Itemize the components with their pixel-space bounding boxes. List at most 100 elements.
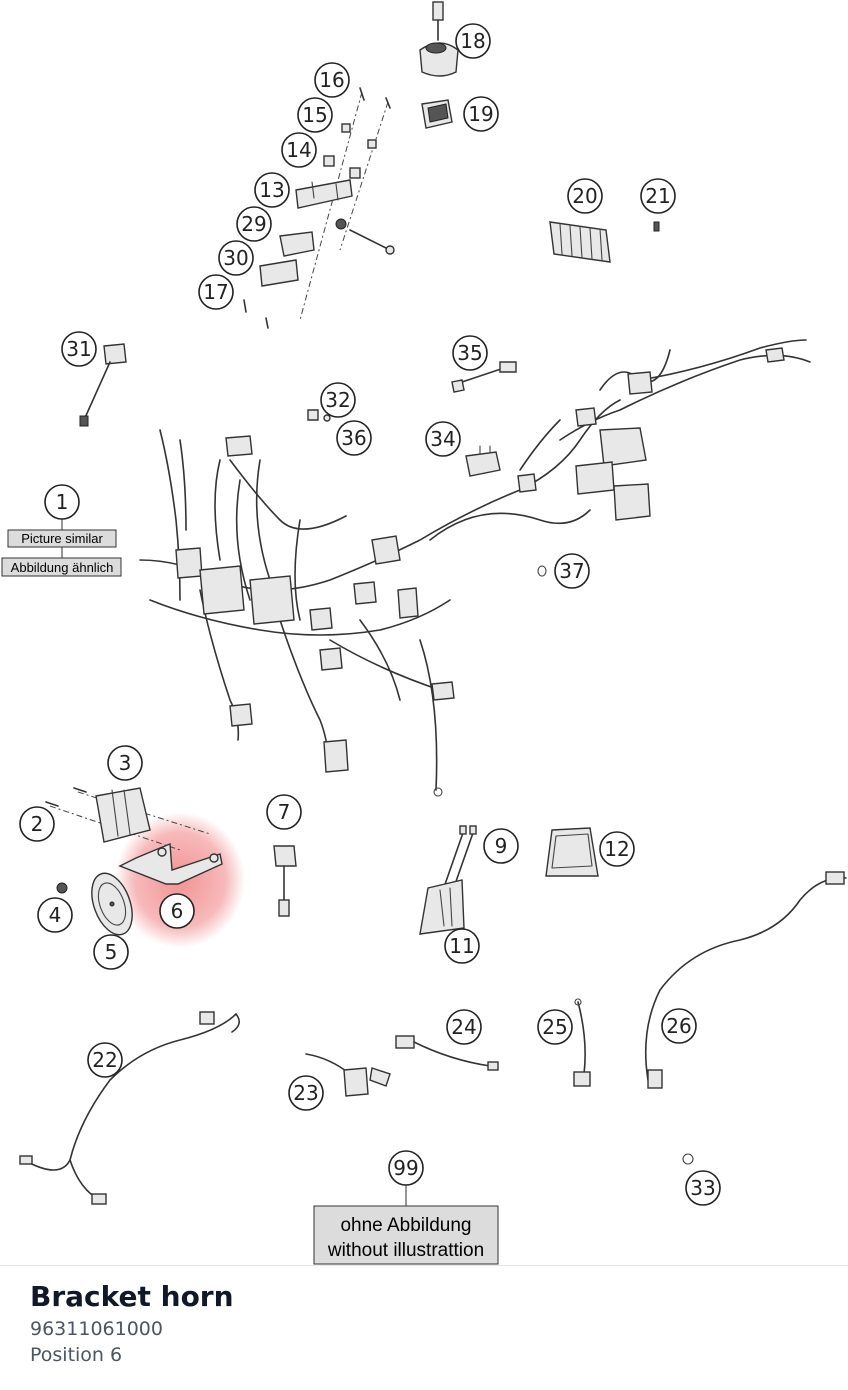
- callout-29[interactable]: 29: [236, 206, 272, 242]
- part-25-drawing: [573, 998, 591, 1087]
- part-1-wiring-harness: [139, 339, 811, 797]
- part-info-panel: [0, 1265, 848, 1390]
- callout-3[interactable]: 3: [107, 745, 143, 781]
- part-6-bracket-horn-drawing: [118, 842, 223, 885]
- callout-9-number: 9: [495, 834, 508, 858]
- callout-16[interactable]: 16: [314, 62, 350, 98]
- callout-99-number: 99: [393, 1156, 418, 1180]
- callout-15-number: 15: [302, 103, 327, 127]
- callout-9[interactable]: 9: [483, 828, 519, 864]
- part-23-drawing: [305, 1053, 391, 1097]
- callout-7-number: 7: [278, 800, 291, 824]
- without-illustration-text: without illustrattion: [327, 1240, 484, 1261]
- part-name: Bracket horn: [30, 1280, 234, 1313]
- callout-36-number: 36: [341, 426, 366, 450]
- callout-19[interactable]: 19: [463, 96, 499, 132]
- callout-22[interactable]: 22: [87, 1042, 123, 1078]
- callout-99[interactable]: 99: [388, 1150, 424, 1186]
- callout-20[interactable]: 20: [567, 178, 603, 214]
- callout-34[interactable]: 34: [425, 421, 461, 457]
- callout-25-number: 25: [542, 1015, 567, 1039]
- callout-22-number: 22: [92, 1048, 117, 1072]
- exploded-parts-diagram: Picture similar Abbildung ähnlich ohne A…: [1, 1, 847, 1265]
- ohne-abbildung-text: ohne Abbildung: [340, 1215, 471, 1236]
- part-33-drawing: [682, 1153, 694, 1165]
- picture-similar-label: Picture similar: [7, 529, 117, 548]
- callout-29-number: 29: [241, 212, 266, 236]
- callout-18[interactable]: 18: [455, 23, 491, 59]
- callout-31-number: 31: [66, 337, 91, 361]
- callout-24-number: 24: [451, 1015, 476, 1039]
- part-position: Position 6: [30, 1344, 123, 1366]
- callout-5-number: 5: [105, 940, 118, 964]
- callout-11[interactable]: 11: [444, 928, 480, 964]
- callout-6-number: 6: [171, 899, 184, 923]
- callout-3-number: 3: [119, 751, 132, 775]
- part-3-drawing: [45, 787, 211, 851]
- part-5-drawing: [91, 872, 133, 936]
- callout-17-number: 17: [203, 280, 228, 304]
- callout-23[interactable]: 23: [288, 1075, 324, 1111]
- callout-33[interactable]: 33: [685, 1170, 721, 1206]
- callout-37[interactable]: 37: [554, 553, 590, 589]
- callout-17[interactable]: 17: [198, 274, 234, 310]
- picture-similar-text: Picture similar: [21, 531, 103, 546]
- callout-4[interactable]: 4: [37, 897, 73, 933]
- callout-1[interactable]: 1: [44, 484, 80, 520]
- callout-21-number: 21: [645, 184, 670, 208]
- callout-31[interactable]: 31: [61, 331, 97, 367]
- callout-37-number: 37: [559, 559, 584, 583]
- part-11-drawing: [419, 879, 465, 935]
- part-26-drawing: [644, 871, 847, 1089]
- callout-7[interactable]: 7: [266, 794, 302, 830]
- callout-30-number: 30: [223, 246, 248, 270]
- callout-2-number: 2: [31, 812, 44, 836]
- part-13-bracket-stack: [243, 87, 395, 329]
- callout-25[interactable]: 25: [537, 1009, 573, 1045]
- abbildung-aehnlich-label: Abbildung ähnlich: [1, 557, 122, 577]
- callout-36[interactable]: 36: [336, 420, 372, 456]
- part-18-drawing: [419, 1, 459, 77]
- callout-13-number: 13: [259, 178, 284, 202]
- callout-35[interactable]: 35: [452, 335, 488, 371]
- part-19-drawing: [421, 99, 453, 129]
- callout-26-number: 26: [666, 1014, 691, 1038]
- callout-23-number: 23: [293, 1081, 318, 1105]
- callout-5[interactable]: 5: [93, 934, 129, 970]
- callout-35-number: 35: [457, 341, 482, 365]
- part-37-drawing: [537, 565, 547, 577]
- part-32-drawing: [307, 409, 331, 422]
- callout-18-number: 18: [460, 29, 485, 53]
- callout-33-number: 33: [690, 1176, 715, 1200]
- callout-24[interactable]: 24: [446, 1009, 482, 1045]
- part-35-drawing: [451, 361, 517, 393]
- part-7-drawing: [273, 845, 297, 917]
- callout-1-number: 1: [56, 490, 69, 514]
- callout-6-selected[interactable]: 6: [159, 893, 195, 929]
- callout-14[interactable]: 14: [281, 132, 317, 168]
- callout-13[interactable]: 13: [254, 172, 290, 208]
- callout-12[interactable]: 12: [599, 831, 635, 867]
- callout-12-number: 12: [604, 837, 629, 861]
- callout-32[interactable]: 32: [320, 382, 356, 418]
- part-12-drawing: [545, 827, 599, 877]
- part-24-drawing: [395, 1035, 499, 1071]
- callout-21[interactable]: 21: [640, 178, 676, 214]
- callout-19-number: 19: [468, 102, 493, 126]
- callout-15[interactable]: 15: [297, 97, 333, 133]
- part-22-drawing: [19, 1011, 240, 1205]
- callout-16-number: 16: [319, 68, 344, 92]
- callout-11-number: 11: [449, 934, 474, 958]
- without-illustration-label: ohne Abbildung without illustrattion: [313, 1205, 499, 1265]
- callout-30[interactable]: 30: [218, 240, 254, 276]
- callout-20-number: 20: [572, 184, 597, 208]
- part-4-drawing: [56, 882, 68, 894]
- part-number: 96311061000: [30, 1318, 163, 1340]
- callout-34-number: 34: [430, 427, 455, 451]
- part-20-drawing: [549, 221, 611, 263]
- abbildung-aehnlich-text: Abbildung ähnlich: [11, 560, 114, 575]
- callout-26[interactable]: 26: [661, 1008, 697, 1044]
- callout-32-number: 32: [325, 388, 350, 412]
- callout-2[interactable]: 2: [19, 806, 55, 842]
- part-34-drawing: [465, 445, 501, 477]
